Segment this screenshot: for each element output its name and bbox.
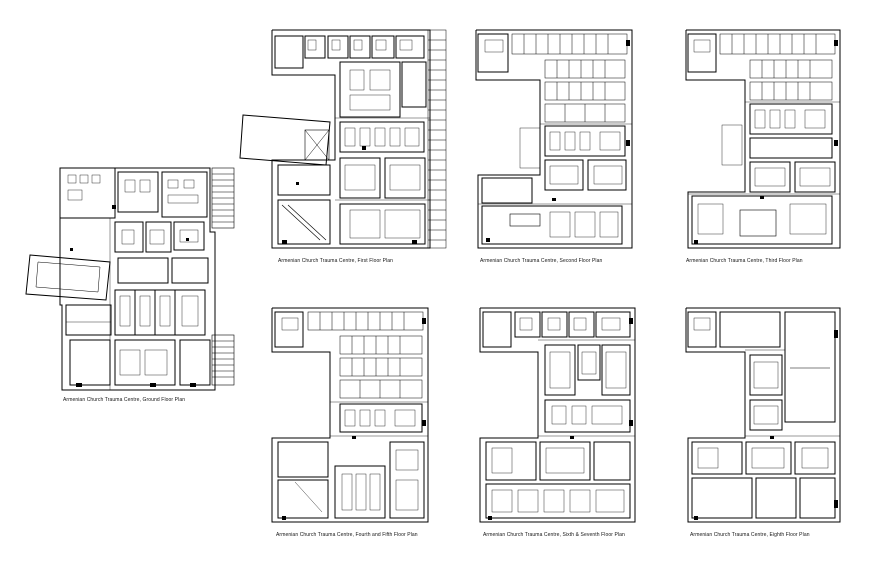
ground-stair-lower — [211, 334, 235, 386]
second-floor-plan — [475, 29, 633, 249]
caption-sixth-seventh-floor: Armenian Church Trauma Centre, Sixth & S… — [483, 532, 625, 538]
caption-first-floor: Armenian Church Trauma Centre, First Flo… — [278, 258, 394, 264]
first-floor-plan — [239, 29, 447, 249]
ground-floor-plan — [25, 167, 235, 391]
caption-third-floor: Armenian Church Trauma Centre, Third Flo… — [686, 258, 803, 264]
eighth-floor-plan — [685, 307, 841, 523]
fourth-fifth-floor-plan — [271, 307, 429, 523]
sixth-seventh-floor-plan — [479, 307, 636, 523]
caption-eighth-floor: Armenian Church Trauma Centre, Eighth Fl… — [690, 532, 810, 538]
first-floor-stair-column — [427, 29, 447, 249]
third-floor-plan — [685, 29, 841, 249]
caption-ground-floor: Armenian Church Trauma Centre, Ground Fl… — [63, 397, 186, 403]
caption-second-floor: Armenian Church Trauma Centre, Second Fl… — [480, 258, 603, 264]
ground-stair — [211, 167, 235, 229]
caption-fourth-fifth-floor: Armenian Church Trauma Centre, Fourth an… — [276, 532, 418, 538]
